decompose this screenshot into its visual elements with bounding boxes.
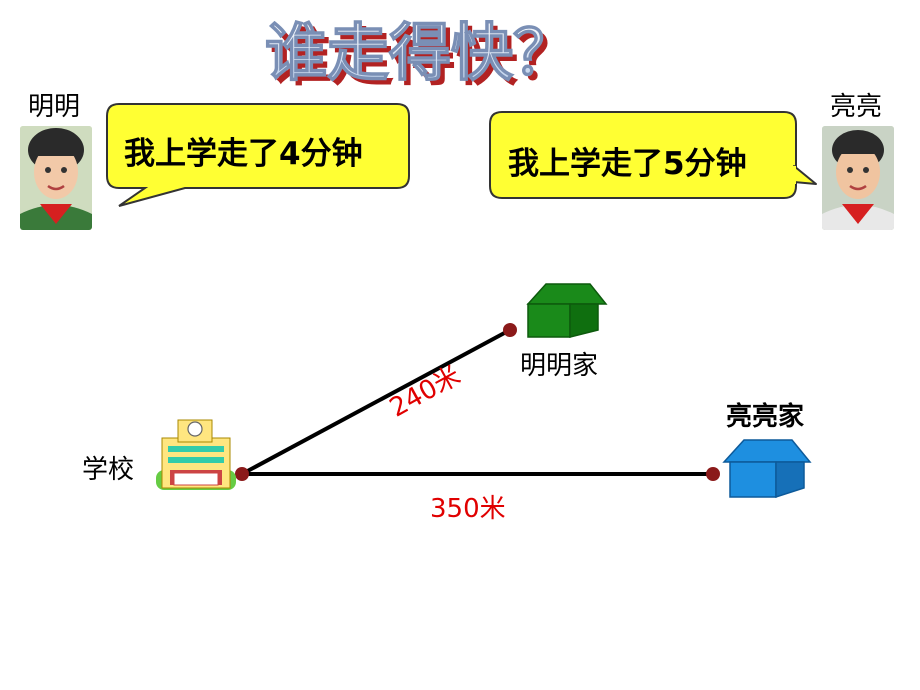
mingming-house-icon [526,283,608,338]
liangliang-speech-bubble [489,111,817,199]
mingming-name: 明明 [28,92,81,122]
liangliang-photo [822,126,894,230]
route-map [156,283,812,499]
slide-title: 谁走得快？ 谁走得快？ [264,15,580,94]
liangliang-name: 亮亮 [830,92,883,122]
mingming-speech-text: 我上学走了4分钟 [124,136,363,172]
liangliang-home-label: 亮亮家 [726,402,805,432]
liangliang-speech-text: 我上学走了5分钟 [508,146,747,182]
mingming-speech-bubble [106,103,410,207]
school-building-icon [156,419,236,490]
mingming-photo [20,126,92,230]
liangliang-house-icon [722,439,812,499]
mingming-home-label: 明明家 [520,351,599,381]
mingming-home-point [503,323,517,337]
distance-350: 350米 [430,494,506,524]
school-label: 学校 [82,455,135,485]
title-shadow: 谁走得快？ [270,21,580,94]
title-text: 谁走得快？ [265,16,575,89]
route-to-mingming [241,328,511,476]
school-point [235,467,249,481]
liangliang-home-point [706,467,720,481]
